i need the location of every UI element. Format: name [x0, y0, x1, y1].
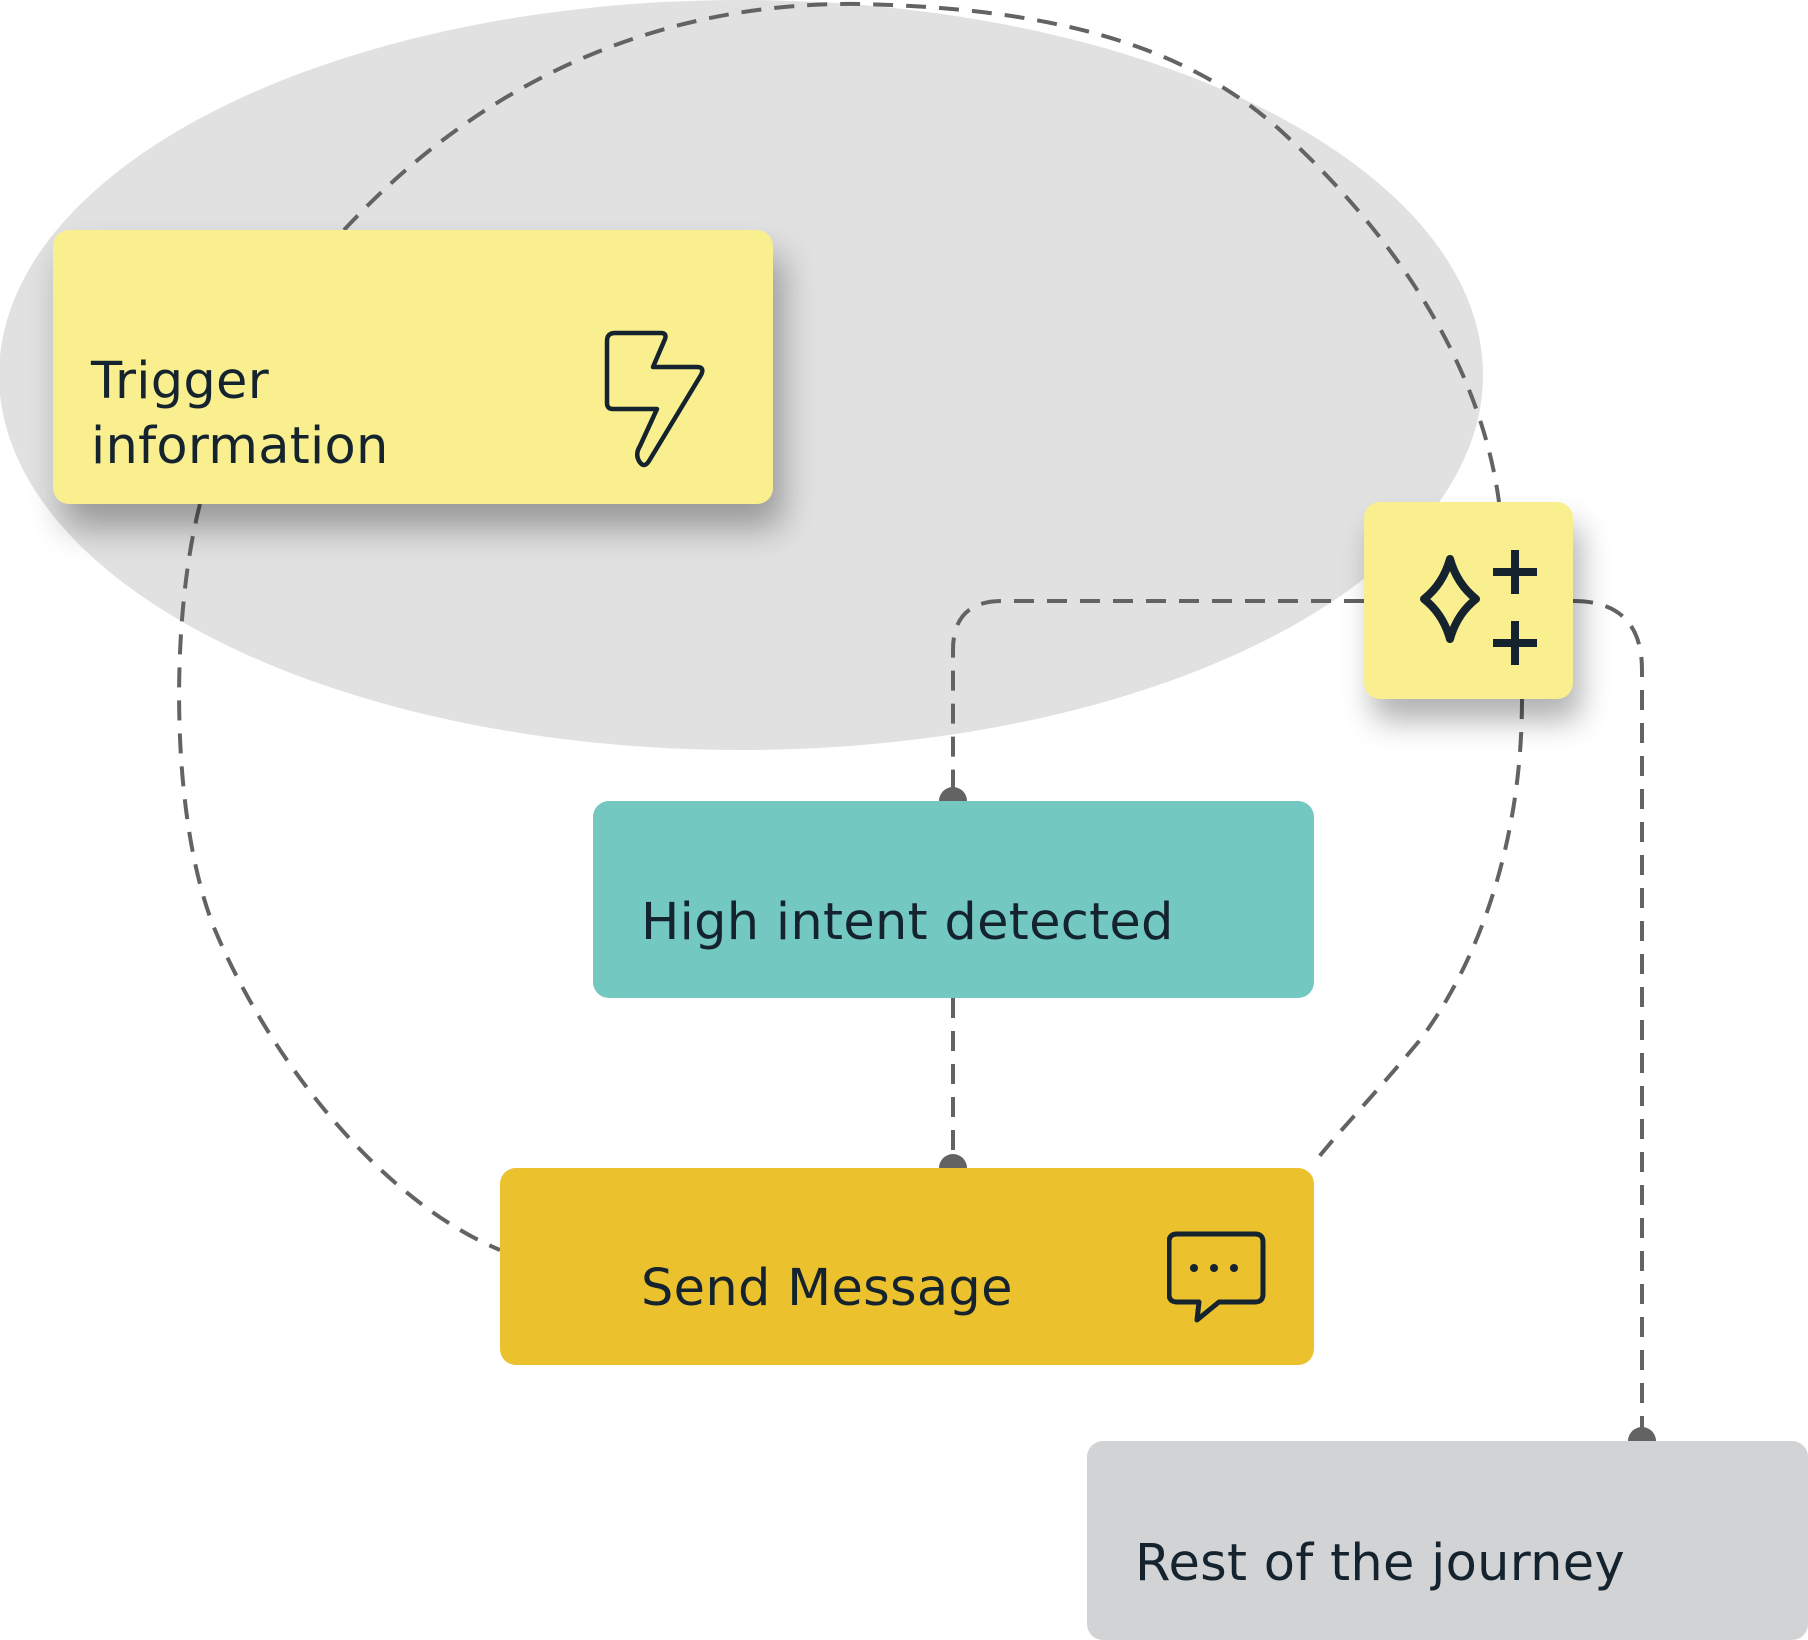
trigger-node[interactable]: Trigger information [53, 230, 773, 504]
connector-ai-to-intent [951, 599, 1364, 801]
connector-trigger-loop [342, 1, 1501, 503]
lightning-bolt-icon [604, 330, 705, 468]
connector-ai-to-send [1312, 698, 1524, 1165]
rest-of-journey-node[interactable]: Rest of the journey [1087, 1441, 1808, 1640]
rest-label: Rest of the journey [1135, 1534, 1625, 1593]
trigger-label-line1: Trigger [91, 352, 269, 411]
chat-bubble-icon [1167, 1231, 1266, 1323]
send-message-node[interactable]: Send Message [500, 1168, 1314, 1365]
connector-trigger-to-send [177, 503, 501, 1252]
ai-step-node[interactable] [1364, 502, 1573, 699]
sparkle-plus-icon [1420, 550, 1537, 665]
trigger-label-line2: information [91, 417, 389, 476]
connector-ai-to-rest [1572, 599, 1644, 1441]
intent-node[interactable]: High intent detected [593, 801, 1314, 998]
intent-label: High intent detected [641, 893, 1174, 952]
send-label: Send Message [641, 1259, 1013, 1318]
